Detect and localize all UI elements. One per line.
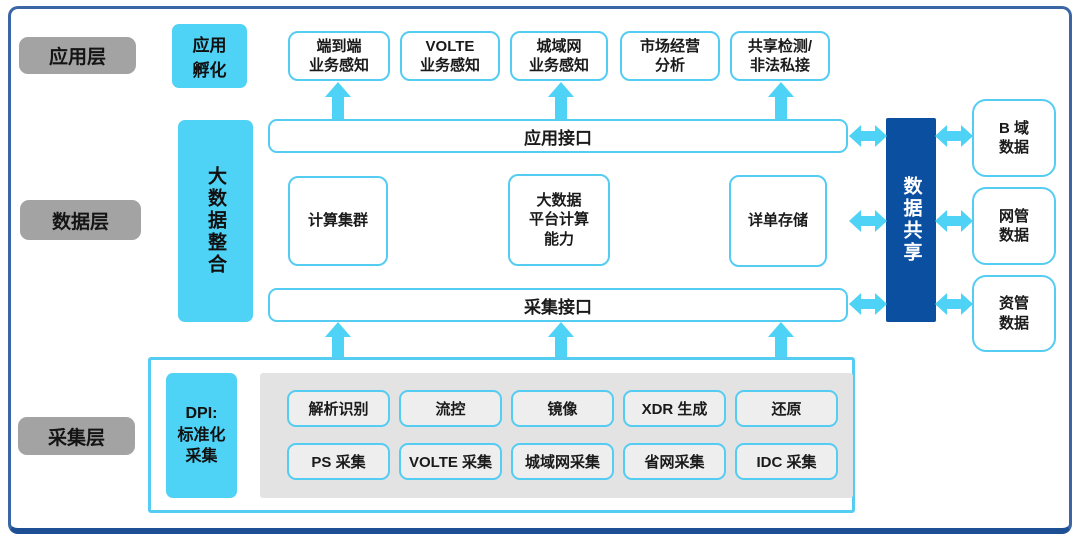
layer-label-application: 应用层 <box>19 37 136 74</box>
app-box-e2e-perception: 端到端 业务感知 <box>288 31 390 81</box>
function-box-idc-collect: IDC 采集 <box>735 443 838 480</box>
dpi-standard-collect-box: DPI: 标准化 采集 <box>166 373 237 498</box>
function-box-ps-collect: PS 采集 <box>287 443 390 480</box>
arrow-up-icon <box>325 322 351 358</box>
big-data-integration-bar: 大数据整合 <box>178 120 253 322</box>
layer-label-collection: 采集层 <box>18 417 135 455</box>
app-incubation-box: 应用 孵化 <box>172 24 247 88</box>
app-box-volte-perception: VOLTE 业务感知 <box>400 31 500 81</box>
app-box-market-analysis: 市场经营 分析 <box>620 31 720 81</box>
data-sharing-bar: 数据共享 <box>886 118 936 322</box>
function-box-province-collect: 省网采集 <box>623 443 726 480</box>
double-arrow-icon <box>849 293 887 315</box>
app-box-sharing-detection: 共享检测/ 非法私接 <box>730 31 830 81</box>
arrow-up-icon <box>548 82 574 119</box>
compute-cluster-box: 计算集群 <box>288 176 388 266</box>
double-arrow-icon <box>935 293 973 315</box>
source-box-resource-mgmt: 资管 数据 <box>972 275 1056 352</box>
function-box-volte-collect: VOLTE 采集 <box>399 443 502 480</box>
detail-record-storage-box: 详单存储 <box>729 175 827 267</box>
diagram-frame <box>8 6 1072 534</box>
function-box-metro-collect: 城域网采集 <box>511 443 614 480</box>
double-arrow-icon <box>849 210 887 232</box>
bigdata-platform-compute-box: 大数据 平台计算 能力 <box>508 174 610 266</box>
arrow-up-icon <box>768 322 794 358</box>
arrow-up-icon <box>548 322 574 358</box>
function-box-restore: 还原 <box>735 390 838 427</box>
function-box-mirror: 镜像 <box>511 390 614 427</box>
app-box-metro-perception: 城域网 业务感知 <box>510 31 608 81</box>
double-arrow-icon <box>935 210 973 232</box>
double-arrow-icon <box>935 125 973 147</box>
arrow-up-icon <box>768 82 794 119</box>
layer-label-data: 数据层 <box>20 200 141 240</box>
double-arrow-icon <box>849 125 887 147</box>
collect-interface-bar: 采集接口 <box>268 288 848 322</box>
function-box-flow-control: 流控 <box>399 390 502 427</box>
source-box-network-mgmt: 网管 数据 <box>972 187 1056 265</box>
source-box-b-domain: B 域 数据 <box>972 99 1056 177</box>
function-box-xdr-generate: XDR 生成 <box>623 390 726 427</box>
arrow-up-icon <box>325 82 351 119</box>
app-interface-bar: 应用接口 <box>268 119 848 153</box>
function-box-parse-identify: 解析识别 <box>287 390 390 427</box>
